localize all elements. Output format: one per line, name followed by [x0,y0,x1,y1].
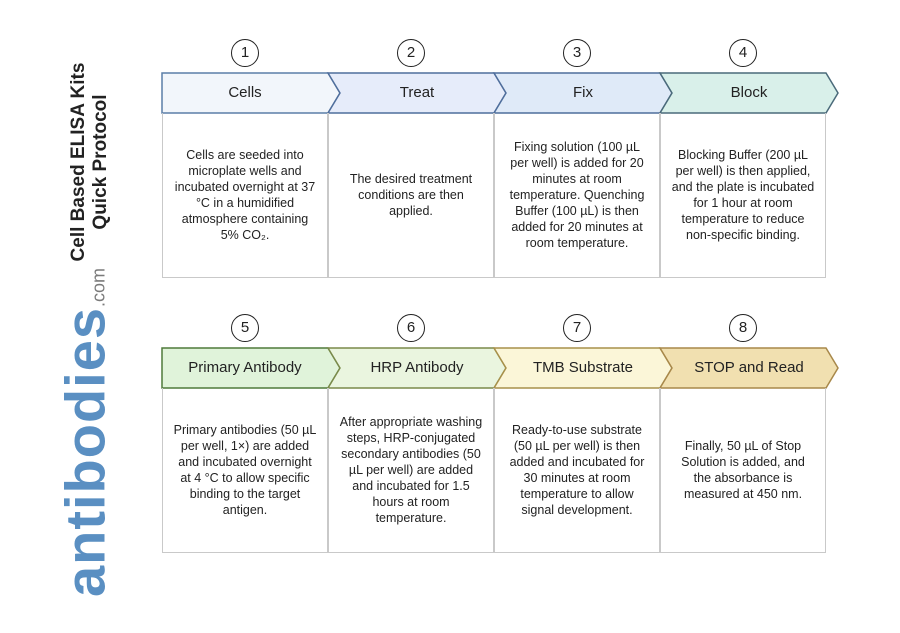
step-label: Treat [399,84,435,101]
step-label: Block [730,84,768,101]
step-label: STOP and Read [694,359,804,376]
step-label: Primary Antibody [188,359,302,376]
step-arrows [161,72,839,389]
step-label: Cells [228,84,262,101]
step-number: 7 [563,314,591,342]
step-label: HRP Antibody [370,359,464,376]
step-number: 1 [231,39,259,67]
step-number: 5 [231,314,259,342]
step-number: 4 [729,39,757,67]
step-label: Fix [573,84,593,101]
step-number: 2 [397,39,425,67]
step-arrow [658,72,839,114]
step-description: Cells are seeded into microplate wells a… [162,113,328,278]
step-description: The desired treatment conditions are the… [328,113,494,278]
step-description: Fixing solution (100 µL per well) is add… [494,113,660,278]
step-description: Blocking Buffer (200 µL per well) is the… [660,113,826,278]
step-number: 8 [729,314,757,342]
step-description: Finally, 50 µL of Stop Solution is added… [660,388,826,553]
step-number: 3 [563,39,591,67]
step-description: After appropriate washing steps, HRP-con… [328,388,494,553]
step-number: 6 [397,314,425,342]
step-description: Primary antibodies (50 µL per well, 1×) … [162,388,328,553]
step-arrow [658,347,839,389]
step-description: Ready-to-use substrate (50 µL per well) … [494,388,660,553]
step-label: TMB Substrate [532,359,634,376]
